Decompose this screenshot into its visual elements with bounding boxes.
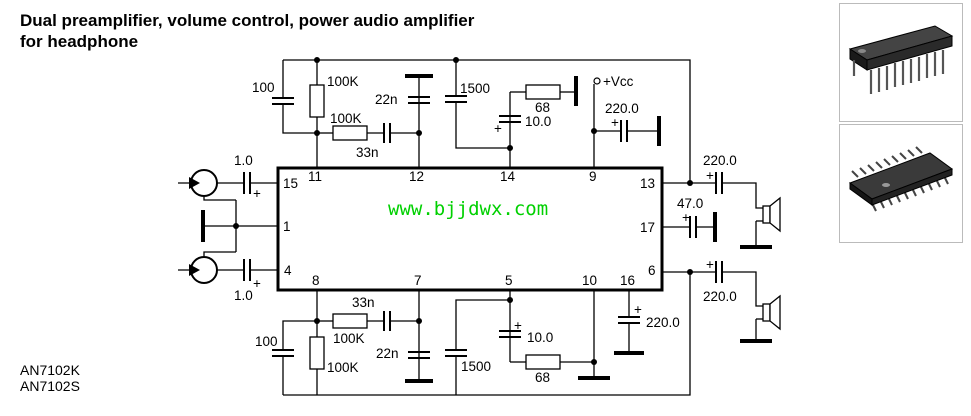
- c-10-top-label: 10.0: [525, 114, 551, 129]
- smd-package-icon: [848, 146, 954, 212]
- vcc-label: +Vcc: [603, 74, 634, 89]
- pin-14-label: 14: [500, 169, 516, 184]
- r-100k-top-vertical-label: 100K: [327, 74, 359, 89]
- pin-6-label: 6: [648, 263, 656, 278]
- c-33n-top-label: 33n: [356, 145, 379, 160]
- pin-5-label: 5: [505, 273, 513, 288]
- c-47-label: 47.0: [677, 196, 703, 211]
- pin-13-label: 13: [640, 176, 655, 191]
- polarity-mark: +: [706, 168, 714, 183]
- watermark: www.bjjdwx.com: [388, 198, 548, 220]
- c-1-input-top-label: 1.0: [234, 153, 253, 168]
- circuit-schematic: 15 11 12 14 9 13 1 17 4 8 7 5 10 16 6 10…: [178, 57, 781, 396]
- page-title: Dual preamplifier, volume control, power…: [20, 10, 474, 52]
- title-line-2: for headphone: [20, 32, 139, 51]
- pin-1-label: 1: [283, 219, 291, 234]
- r-100k-top-horizontal-label: 100K: [330, 111, 362, 126]
- polarity-mark: +: [253, 186, 261, 201]
- polarity-mark: +: [494, 121, 502, 136]
- r-68-top-label: 68: [535, 100, 550, 115]
- c-1-input-bottom-label: 1.0: [234, 288, 253, 303]
- c-100-top-label: 100: [252, 80, 275, 95]
- pin-labels: 15 11 12 14 9 13 1 17 4 8 7 5 10 16 6: [283, 169, 656, 288]
- polarity-mark: +: [514, 318, 522, 333]
- pin-10-label: 10: [582, 273, 597, 288]
- c-1500-top-label: 1500: [460, 81, 490, 96]
- part-number-k: AN7102K: [20, 362, 80, 378]
- dip-package-icon: [848, 25, 954, 94]
- polarity-mark: +: [706, 257, 714, 272]
- c-22n-top-label: 22n: [375, 92, 398, 107]
- part-number-list: AN7102K AN7102S: [20, 362, 80, 394]
- c-22n-bottom-label: 22n: [376, 346, 399, 361]
- dip-package-illustration: [839, 3, 963, 122]
- input-section: [178, 169, 278, 284]
- smd-package-illustration: [839, 124, 963, 243]
- c-220-bottom-label: 220.0: [646, 315, 680, 330]
- polarity-mark: +: [253, 276, 261, 291]
- pin-15-label: 15: [283, 176, 298, 191]
- polarity-mark: +: [682, 210, 690, 225]
- pin-11-label: 11: [308, 169, 322, 184]
- output-section: [662, 172, 781, 343]
- pin-16-label: 16: [620, 273, 635, 288]
- pin-4-label: 4: [284, 263, 292, 278]
- c-220-output-top-label: 220.0: [703, 153, 737, 168]
- c-220-output-bottom-label: 220.0: [703, 289, 737, 304]
- pin-8-label: 8: [312, 273, 320, 288]
- polarity-mark: +: [634, 302, 642, 317]
- title-line-1: Dual preamplifier, volume control, power…: [20, 11, 475, 30]
- pin-7-label: 7: [414, 273, 422, 288]
- r-68-bottom-label: 68: [535, 370, 550, 385]
- pin-9-label: 9: [589, 169, 597, 184]
- bottom-network: [272, 272, 691, 396]
- r-100k-bottom-horizontal-label: 100K: [333, 331, 365, 346]
- component-labels: 100 100K 22n 1500 68 +Vcc 220.0 100K 10.…: [234, 74, 737, 385]
- pin-17-label: 17: [640, 220, 655, 235]
- c-33n-bottom-label: 33n: [352, 295, 375, 310]
- c-220-top-label: 220.0: [605, 101, 639, 116]
- polarity-mark: +: [611, 115, 619, 130]
- part-number-s: AN7102S: [20, 378, 80, 394]
- c-10-bottom-label: 10.0: [527, 330, 553, 345]
- ic-body: [276, 166, 664, 292]
- r-100k-bottom-vertical-label: 100K: [327, 360, 359, 375]
- c-1500-bottom-label: 1500: [461, 359, 491, 374]
- c-100-bottom-label: 100: [255, 334, 278, 349]
- polarity-marks: + + + + + + + + +: [253, 115, 714, 333]
- pin-12-label: 12: [409, 169, 424, 184]
- top-network: [272, 57, 691, 183]
